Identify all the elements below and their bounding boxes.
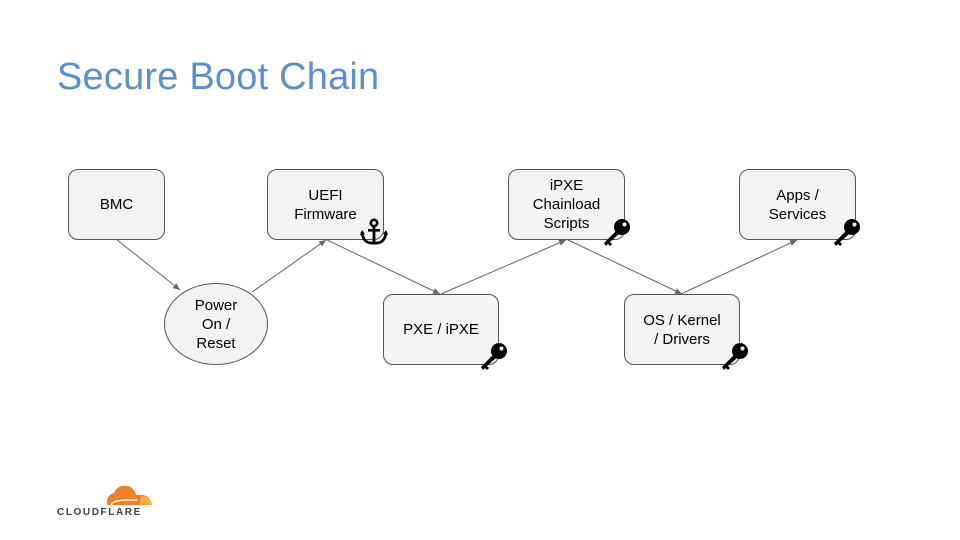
- node-ipxe-scripts-label: iPXE Chainload Scripts: [532, 177, 601, 232]
- key-icon: [722, 343, 748, 370]
- node-power-label: Power On / Reset: [194, 296, 238, 352]
- node-ipxe-chainload-scripts: iPXE Chainload Scripts: [508, 169, 625, 240]
- node-os-label: OS / Kernel / Drivers: [643, 311, 721, 348]
- key-icon: [481, 343, 507, 370]
- node-apps-services: Apps / Services: [739, 169, 856, 240]
- edge-power-to-uefi: [251, 239, 327, 293]
- anchor-icon: [360, 218, 388, 245]
- node-power-on-reset: Power On / Reset: [164, 283, 268, 365]
- node-apps-label: Apps / Services: [768, 186, 827, 223]
- node-uefi-label: UEFI Firmware: [294, 186, 357, 223]
- node-uefi-firmware: UEFI Firmware: [267, 169, 384, 240]
- node-bmc-label: BMC: [99, 196, 134, 213]
- edge-os-to-apps: [680, 239, 798, 295]
- node-pxe-label: PXE / iPXE: [403, 321, 479, 338]
- edge-uefi-to-pxe: [324, 238, 441, 295]
- edge-ipxe-scripts-to-os: [565, 238, 683, 295]
- cloudflare-wordmark: CLOUDFLARE: [57, 507, 142, 518]
- slide-title: Secure Boot Chain: [57, 56, 380, 98]
- node-pxe-ipxe: PXE / iPXE: [383, 294, 499, 365]
- key-icon: [834, 219, 860, 246]
- cloudflare-logo-icon: [106, 485, 152, 506]
- edge-pxe-to-ipxe-scripts: [440, 239, 567, 295]
- node-bmc: BMC: [68, 169, 165, 240]
- node-os-kernel-drivers: OS / Kernel / Drivers: [624, 294, 740, 365]
- edge-bmc-to-power: [115, 238, 181, 291]
- key-icon: [604, 219, 630, 246]
